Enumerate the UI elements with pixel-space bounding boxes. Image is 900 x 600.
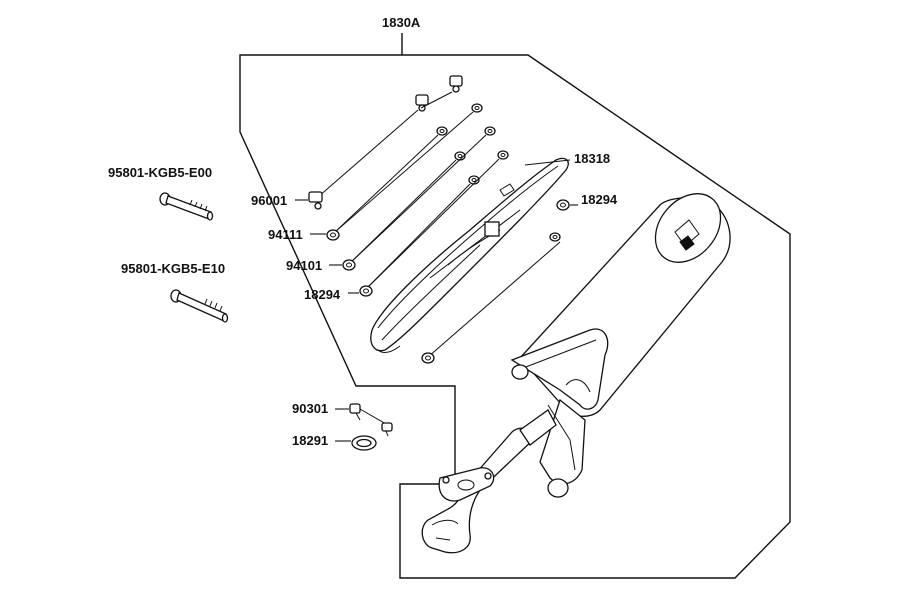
assembly-label: 1830A xyxy=(382,15,421,30)
nut-18294-left-icon[interactable] xyxy=(359,285,373,297)
nut-18294-right-icon[interactable] xyxy=(421,199,570,364)
label-bolt-e00: 95801-KGB5-E00 xyxy=(108,165,213,180)
exhaust-pipe-icon[interactable] xyxy=(421,409,557,554)
heat-protector-18318-icon[interactable] xyxy=(370,157,569,354)
nut-96001-icon[interactable] xyxy=(308,191,323,210)
bolt-90301-icon[interactable] xyxy=(349,403,393,437)
cap-nut-icon[interactable] xyxy=(415,75,463,112)
label-nut-18294-left: 18294 xyxy=(304,287,341,302)
label-nut-96001: 96001 xyxy=(251,193,288,208)
assembly-boundary xyxy=(239,54,791,579)
muffler-icon[interactable] xyxy=(510,181,734,498)
label-nut-18294-right: 18294 xyxy=(581,192,618,207)
label-leaders xyxy=(295,159,578,442)
washer-column-icons[interactable] xyxy=(436,103,509,185)
washer-94111-icon[interactable] xyxy=(326,229,340,241)
label-bolt-90301: 90301 xyxy=(292,401,329,416)
gasket-18291-icon[interactable] xyxy=(351,435,377,451)
bolt-e00-icon[interactable] xyxy=(159,192,214,221)
washer-94101-icon[interactable] xyxy=(342,259,356,271)
label-gasket-18291: 18291 xyxy=(292,433,329,448)
label-protector-18318: 18318 xyxy=(574,151,611,166)
label-bolt-e10: 95801-KGB5-E10 xyxy=(121,261,226,276)
assembly-alignment-lines xyxy=(317,91,561,358)
bolt-e10-icon[interactable] xyxy=(170,289,229,323)
label-washer-94101: 94101 xyxy=(286,258,323,273)
label-washer-94111: 94111 xyxy=(268,227,303,242)
